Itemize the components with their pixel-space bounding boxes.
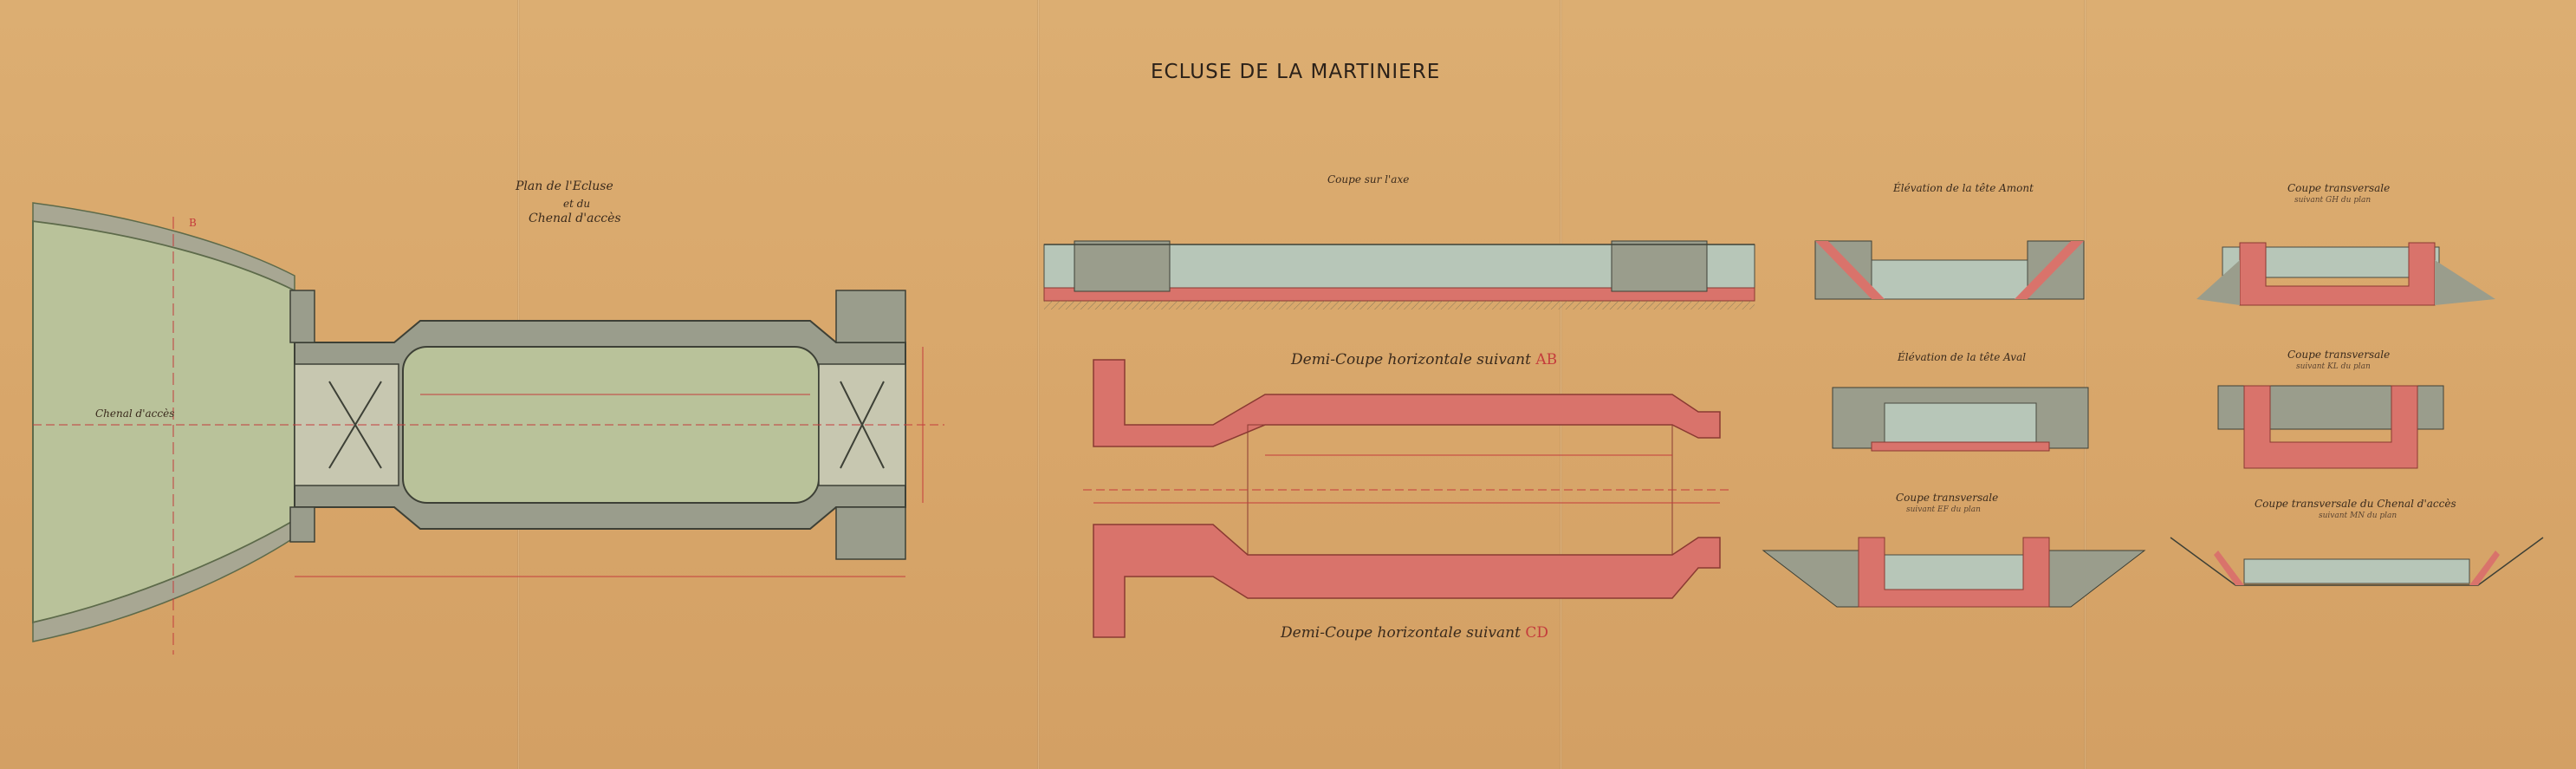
axial-section [1043, 240, 1755, 310]
ef-slope [1762, 550, 1859, 608]
gh-banks [2196, 260, 2240, 305]
section-mn-sub: suivant MN du plan [2319, 512, 2398, 520]
axial-downstream-head [1611, 240, 1708, 292]
downstream-elevation-title: Élévation de la tête Aval [1898, 351, 2027, 363]
kl-masonry [2243, 385, 2418, 469]
upstream-abutment [289, 506, 315, 543]
cross-section-ef [1762, 537, 2146, 608]
cross-section-kl [2217, 385, 2444, 469]
half-section-cd-wall [1093, 524, 1721, 638]
downstream-elevation-base [1871, 441, 2050, 452]
elevation-downstream [1832, 387, 2089, 452]
downstream-abutment [835, 506, 906, 560]
section-ef-title: Coupe transversale [1896, 492, 1999, 504]
mn-slope [2469, 551, 2500, 585]
section-letter-b: B [189, 217, 197, 229]
section-kl-sub: suivant KL du plan [2296, 362, 2371, 371]
mn-channel [2170, 537, 2544, 586]
half-section-cd-prefix: Demi-Coupe horizontale suivant [1281, 624, 1521, 642]
section-kl-title: Coupe transversale [2287, 349, 2391, 361]
page-title: ECLUSE DE LA MARTINIERE [1151, 61, 1441, 83]
channel-bank-upper [32, 202, 295, 292]
chenal-label: Chenal d'accès [95, 407, 175, 420]
half-sections [1083, 359, 1733, 638]
downstream-gates [860, 381, 885, 469]
upstream-elevation-slope [2015, 241, 2084, 299]
cross-section-mn [2170, 537, 2544, 586]
fold-line [2084, 0, 2086, 769]
upstream-elevation-slope [1815, 241, 1885, 299]
half-section-cd-letters: CD [1525, 624, 1548, 642]
elevation-upstream [1814, 240, 2085, 300]
half-section-ab-wall [1093, 359, 1721, 447]
lock-plan [32, 202, 944, 655]
section-gh-title: Coupe transversale [2287, 182, 2391, 194]
axial-section-title: Coupe sur l'axe [1327, 173, 1410, 186]
section-gh-sub: suivant GH du plan [2294, 196, 2372, 205]
axial-ground [1044, 301, 1755, 310]
mn-water [2243, 558, 2470, 584]
half-section-ab-prefix: Demi-Coupe horizontale suivant [1291, 351, 1531, 368]
half-section-ab-title: Demi-Coupe horizontale suivant AB [1291, 351, 1557, 368]
downstream-abutment [835, 290, 906, 343]
plan-title: Plan de l'Ecluse [516, 179, 613, 193]
ef-water [1871, 554, 2037, 590]
upstream-abutment [289, 290, 315, 343]
fold-line [1560, 0, 1562, 769]
downstream-elevation-water [1884, 402, 2037, 443]
plan-conj: et du [563, 198, 591, 210]
upstream-elevation-water [1871, 259, 2028, 300]
fold-line [1037, 0, 1040, 769]
upstream-gates [354, 381, 382, 469]
axial-upstream-head [1074, 240, 1171, 292]
half-section-cd-title: Demi-Coupe horizontale suivant CD [1281, 624, 1548, 642]
half-section-ab-letters: AB [1535, 351, 1558, 368]
gh-banks [2435, 260, 2495, 305]
section-mn-title: Coupe transversale du Chenal d'accès [2255, 498, 2456, 510]
ef-slope [2048, 550, 2146, 608]
approach-channel [32, 219, 295, 624]
gh-masonry [2239, 242, 2436, 306]
upstream-elevation-title: Élévation de la tête Amont [1893, 182, 2034, 194]
section-ef-sub: suivant EF du plan [1906, 505, 1981, 514]
plan-subtitle: Chenal d'accès [529, 212, 621, 225]
ef-masonry [1858, 537, 2050, 608]
cross-section-gh [2196, 242, 2495, 306]
mn-slope [2214, 551, 2244, 585]
